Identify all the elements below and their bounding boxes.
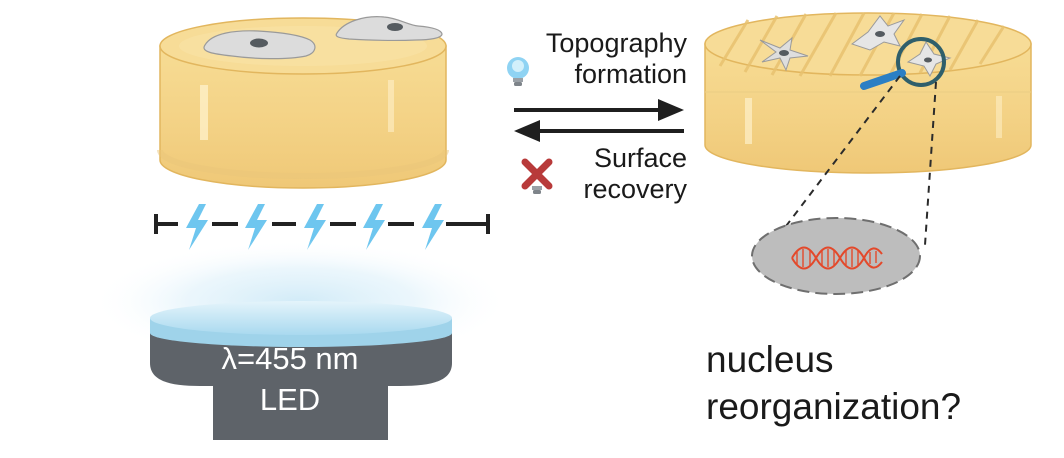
topography-formation-line-2: formation xyxy=(574,59,687,89)
lightning-bolt-icon xyxy=(363,204,385,250)
nucleus-zoom xyxy=(751,217,921,295)
led-text: LED xyxy=(259,382,321,417)
broken-bulb-icon xyxy=(521,158,553,194)
reverse-arrow xyxy=(514,120,684,142)
question-label: nucleus reorganization? xyxy=(706,336,1046,430)
magnifier-icon xyxy=(860,37,946,90)
light-bulb-icon xyxy=(507,57,529,86)
surface-recovery-label: Surface recovery xyxy=(512,143,687,205)
led-label: λ=455 nm LED xyxy=(150,338,430,420)
lightning-bolt-icon xyxy=(186,204,208,250)
question-line-1: nucleus xyxy=(706,339,834,380)
cell-icon xyxy=(759,36,809,72)
lightning-bolt-icon xyxy=(422,204,444,250)
surface-recovery-line-2: recovery xyxy=(583,174,687,204)
zoom-lines xyxy=(776,75,937,246)
topography-formation-label: Topography formation xyxy=(512,28,687,90)
cell-icon xyxy=(335,16,443,42)
lightning-bolt-icon xyxy=(245,204,267,250)
cell-icon xyxy=(906,41,952,78)
spacer-bar xyxy=(154,214,490,234)
surface-recovery-line-1: Surface xyxy=(593,143,687,173)
forward-arrow xyxy=(514,99,684,121)
cell-icon xyxy=(850,15,906,51)
led-wavelength: λ=455 nm xyxy=(221,341,359,376)
cell-icon xyxy=(203,30,316,60)
topography-formation-line-1: Topography xyxy=(545,28,687,58)
question-line-2: reorganization? xyxy=(706,386,962,427)
led-source xyxy=(150,301,452,440)
dna-icon xyxy=(791,246,883,270)
lightning-bolt-icon xyxy=(304,204,326,250)
